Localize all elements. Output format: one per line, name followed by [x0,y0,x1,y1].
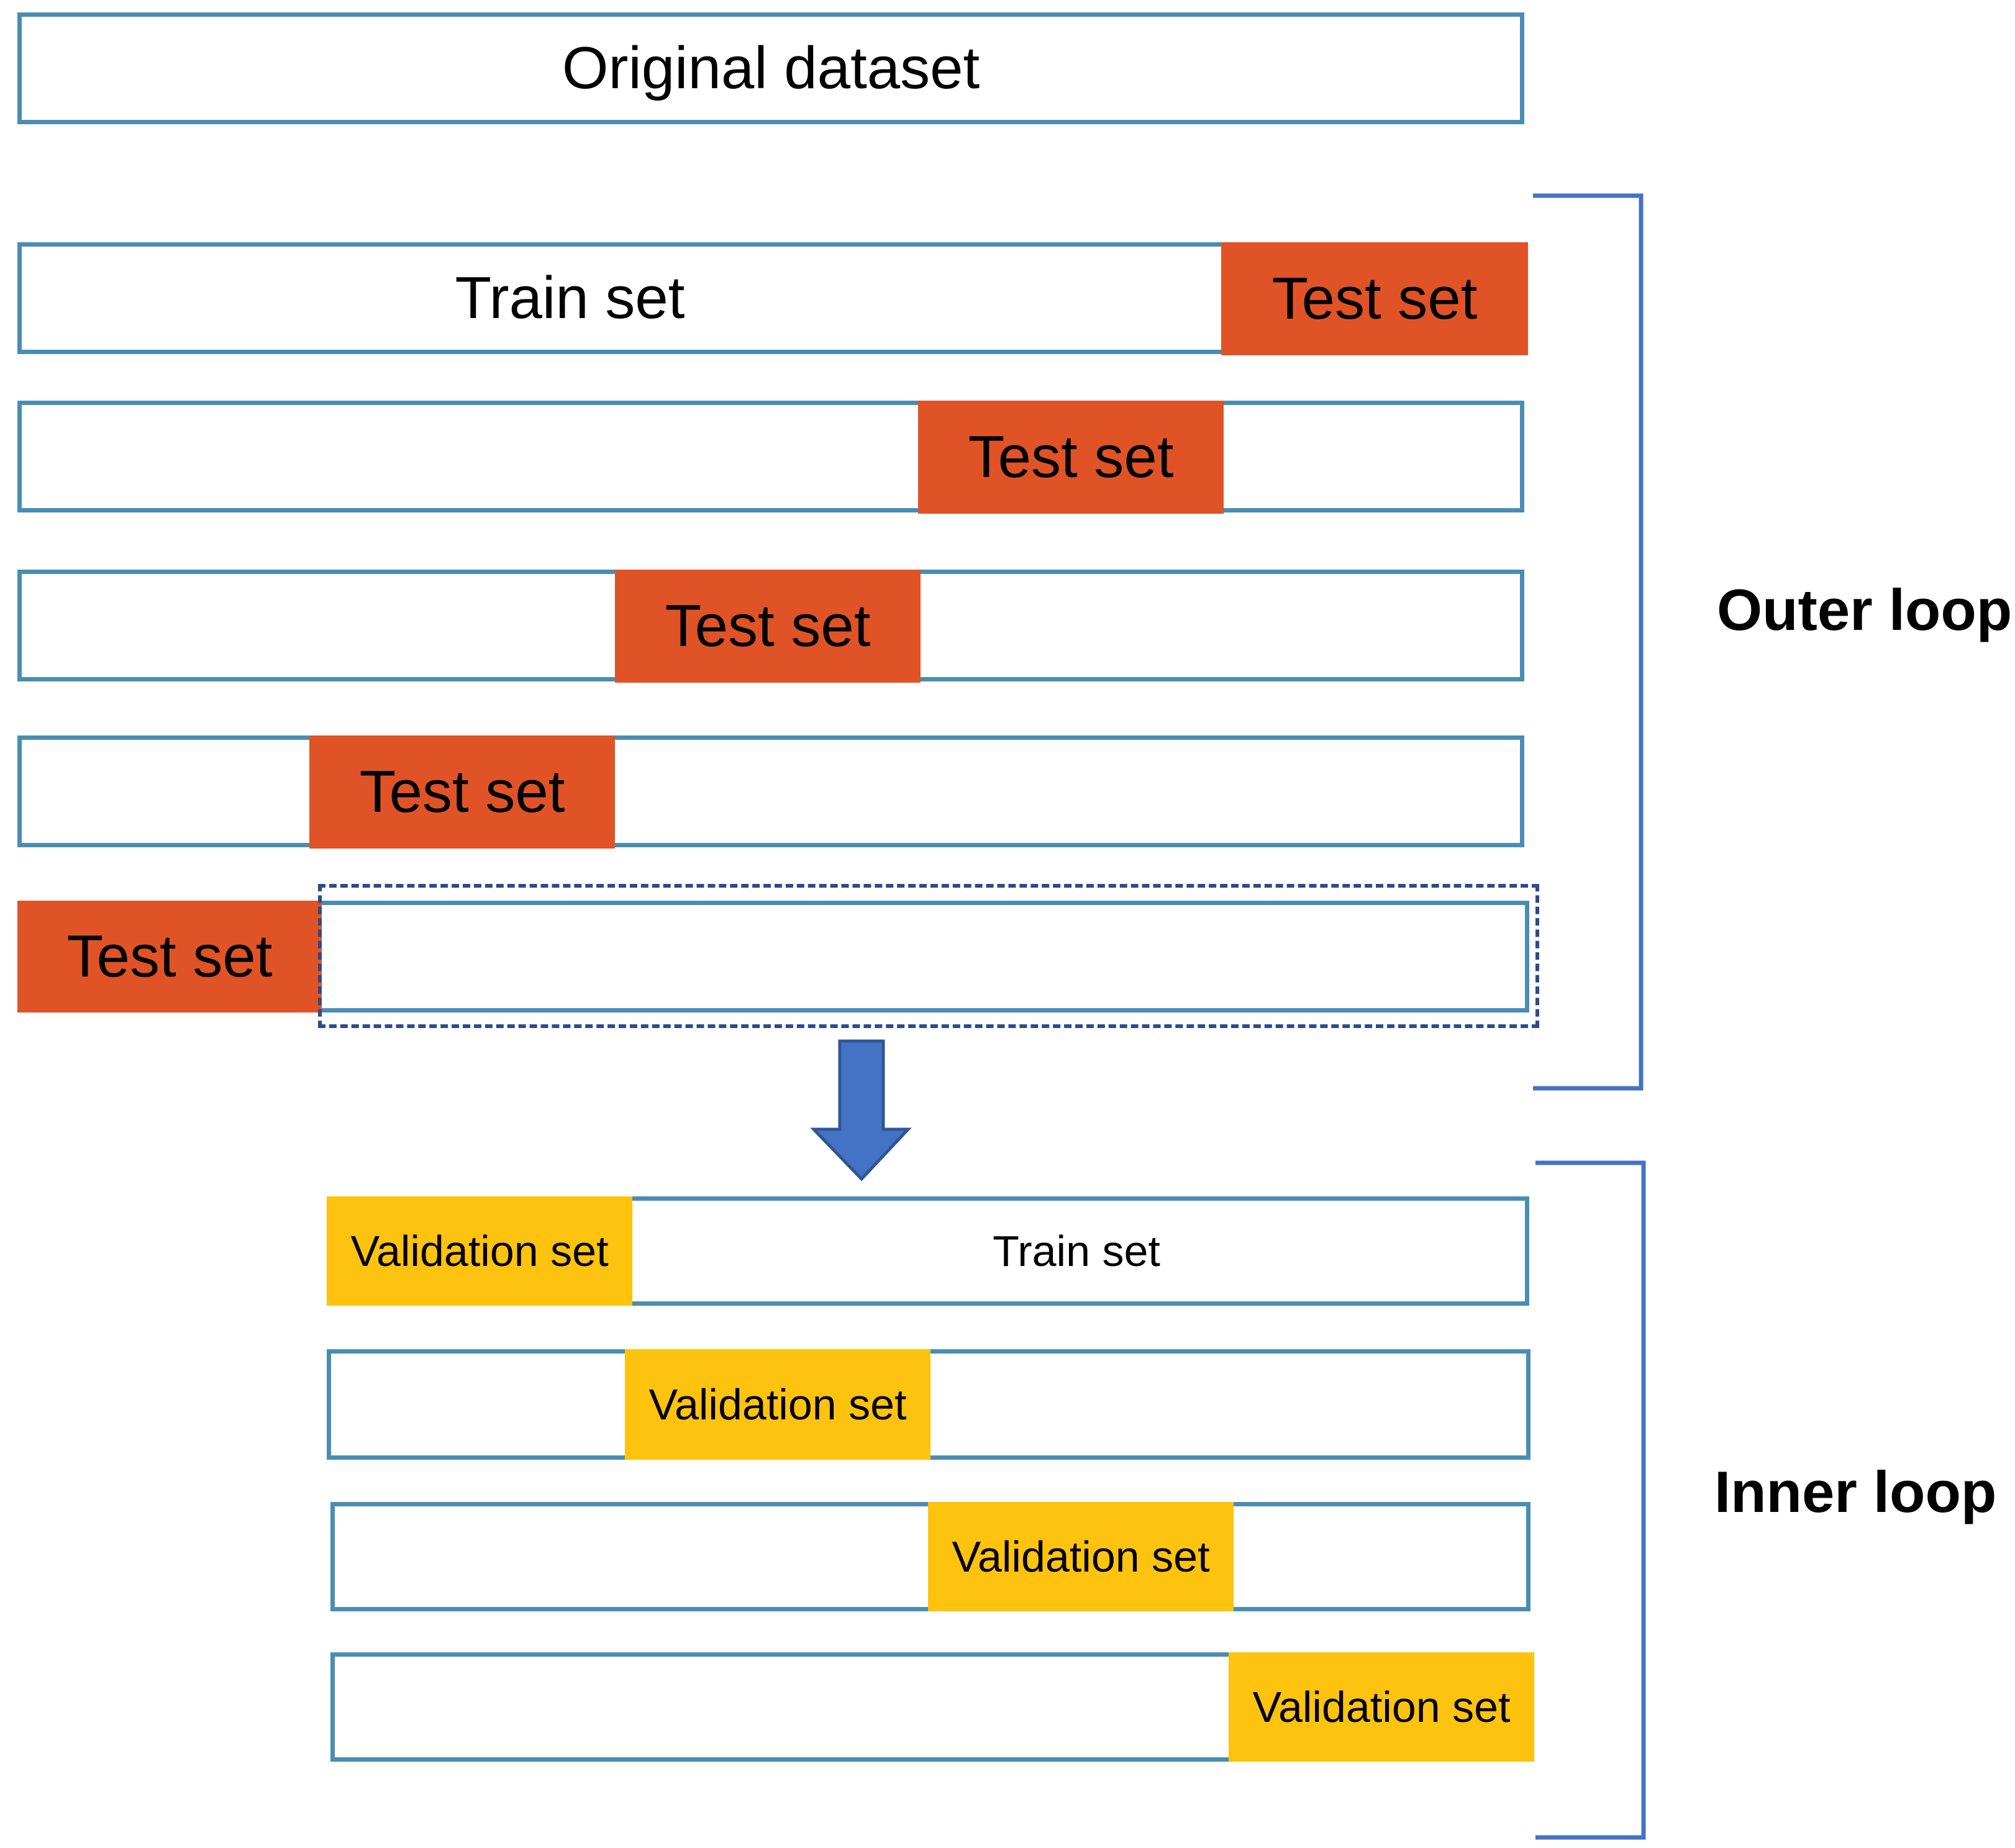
original-dataset-bar: Original dataset [17,12,1524,124]
validation-set-segment: Validation set [327,1196,632,1306]
original-dataset-label: Original dataset [562,35,980,101]
inner-loop-bracket [1535,1160,1646,1840]
inner-loop-label: Inner loop [1714,1459,1997,1524]
inner-train-label: Train set [993,1227,1160,1275]
selected-train-outline [318,884,1539,1028]
test-set-segment: Test set [615,570,921,683]
outer-loop-bracket [1533,193,1644,1091]
outer-fold-5 [317,901,1529,1013]
test-set-segment: Test set [1221,242,1528,355]
outer-train-label: Train set [455,265,685,331]
test-set-segment: Test set [309,735,615,849]
test-set-segment: Test set [918,401,1224,514]
validation-set-segment: Validation set [625,1349,930,1460]
outer-loop-label: Outer loop [1717,577,2013,642]
test-set-segment: Test set [17,901,322,1013]
validation-set-segment: Validation set [1229,1652,1534,1762]
validation-set-segment: Validation set [928,1502,1234,1611]
down-arrow-icon [810,1039,912,1181]
outer-fold-4 [17,735,1524,847]
outer-fold-2 [17,401,1524,512]
